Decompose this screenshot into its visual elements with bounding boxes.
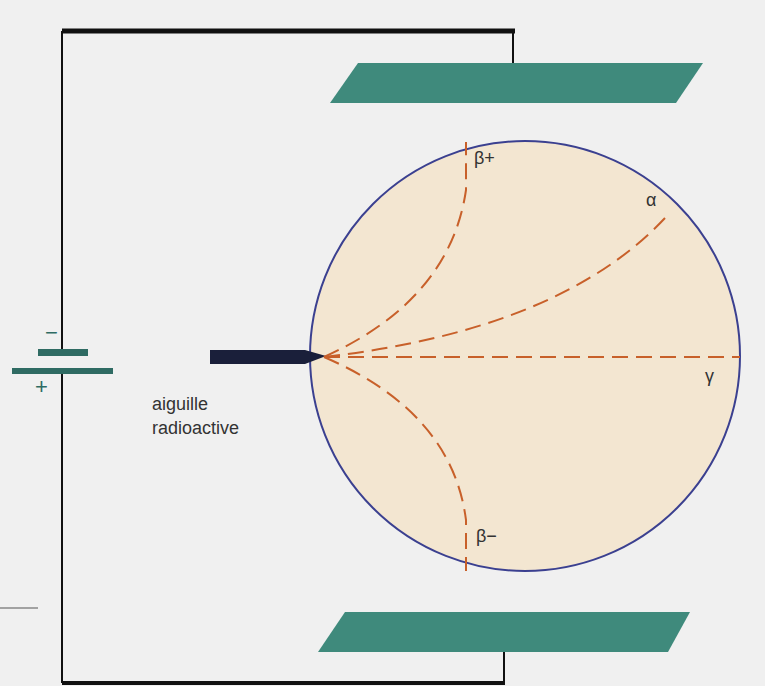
polarity-sign: + [35, 372, 48, 402]
radioactive-needle [210, 350, 326, 364]
alpha-track [324, 218, 665, 357]
gamma-track [324, 356, 740, 358]
particle-label: β+ [474, 146, 495, 170]
beta-minus-track [324, 357, 466, 571]
battery-symbol [12, 349, 113, 374]
particle-label: β− [476, 524, 497, 548]
particle-label: α [646, 188, 656, 212]
particle-label: γ [705, 364, 714, 388]
top-plate [330, 63, 703, 103]
polarity-sign: − [45, 318, 58, 348]
chamber-circle [310, 141, 740, 571]
particle-trajectories [324, 142, 740, 571]
bottom-plate [318, 612, 690, 652]
beta-plus-track [324, 142, 466, 357]
needle-label: aiguille radioactive [152, 392, 292, 441]
